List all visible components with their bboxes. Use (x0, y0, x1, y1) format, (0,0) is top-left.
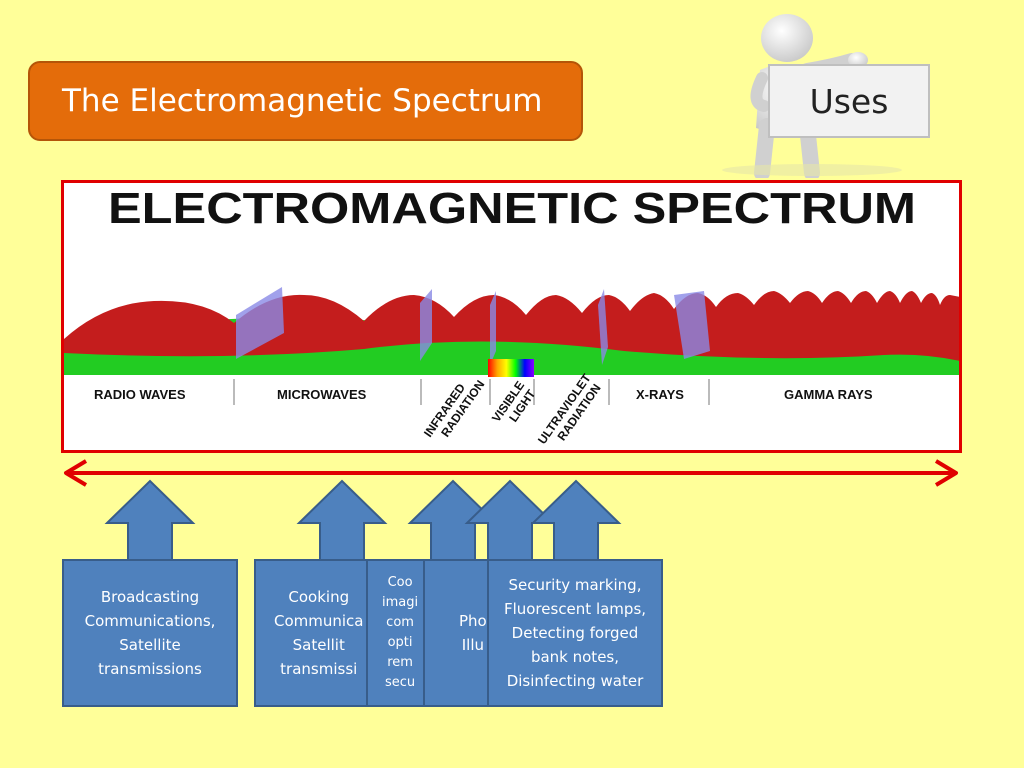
band-label-ultraviolet: ULTRAVIOLETRADIATION (535, 371, 605, 451)
up-arrow-radio (104, 479, 196, 561)
uses-sign: Uses (768, 64, 930, 138)
up-arrow-ultraviolet (530, 479, 622, 561)
band-label-gamma: GAMMA RAYS (784, 387, 873, 402)
slide-title: The Electromagnetic Spectrum (28, 61, 583, 141)
use-box-ultraviolet: Security marking, Fluorescent lamps, Det… (487, 559, 663, 707)
up-arrow-microwave (296, 479, 388, 561)
band-label-microwave: MICROWAVES (277, 387, 367, 402)
use-box-radio: Broadcasting Communications, Satellite t… (62, 559, 238, 707)
range-double-arrow (64, 459, 958, 487)
wave-shape (64, 291, 959, 361)
up-arrow-infrared (407, 479, 499, 561)
band-label-infrared: INFRAREDRADIATION (421, 370, 487, 448)
up-arrow-visible (464, 479, 556, 561)
band-label-visible: VISIBLELIGHT (489, 378, 539, 432)
band-label-radio: RADIO WAVES (94, 387, 186, 402)
spectrum-diagram: ELECTROMAGNETIC SPECTRUM (61, 180, 962, 453)
spectrum-heading: ELECTROMAGNETIC SPECTRUM (108, 184, 916, 233)
band-label-xray: X-RAYS (636, 387, 684, 402)
